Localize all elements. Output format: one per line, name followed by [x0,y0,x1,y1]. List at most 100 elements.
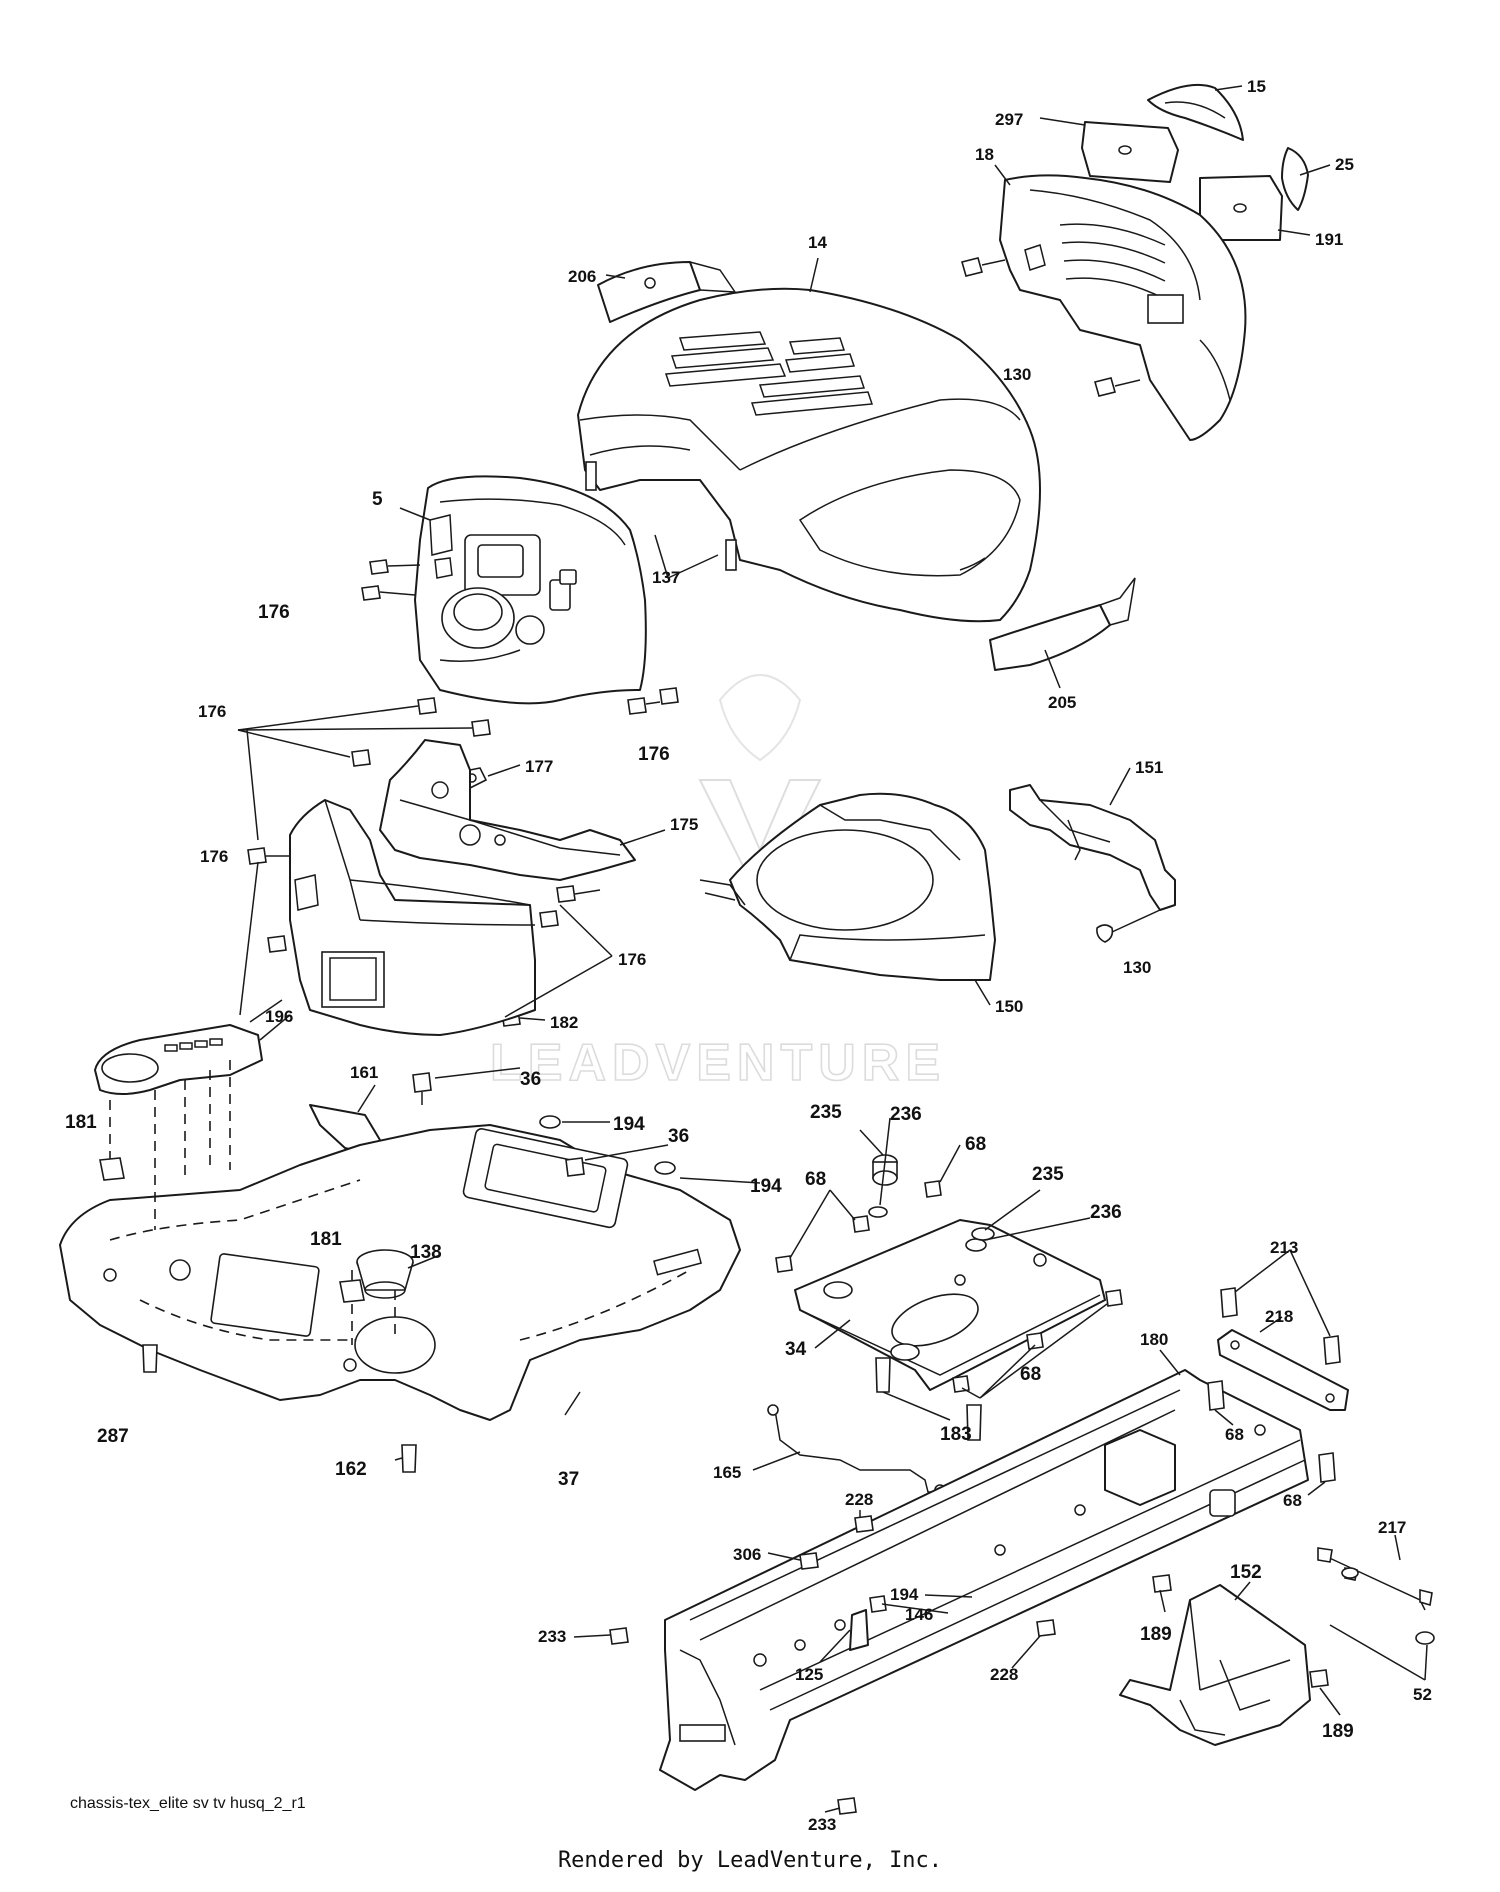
callout-235-a: 235 [810,1102,842,1123]
part-15-trim [1147,83,1244,141]
callout-175: 175 [670,815,698,834]
callout-236-b: 236 [1090,1202,1122,1223]
callout-176-e: 176 [618,950,646,969]
callout-218: 218 [1265,1307,1293,1326]
callout-14: 14 [808,233,827,252]
callout-180: 180 [1140,1330,1168,1349]
screws-189 [1152,1574,1329,1688]
callout-137: 137 [652,568,680,587]
callout-68-c: 68 [1225,1425,1244,1444]
callout-68-a: 68 [965,1134,986,1155]
part-180-frame [659,1369,1309,1791]
callout-236-a: 236 [890,1104,922,1125]
drawing-id: chassis-tex_elite sv tv husq_2_r1 [70,1795,306,1812]
part-137-clips [654,534,719,579]
callout-191: 191 [1315,230,1343,249]
bolts-68 [775,1180,1123,1393]
callout-297: 297 [995,110,1023,129]
callout-217: 217 [1378,1518,1406,1537]
part-205-trim [989,577,1136,671]
callout-25: 25 [1335,155,1354,174]
rendered-by-credit: Rendered by LeadVenture, Inc. [557,1848,943,1873]
callout-165: 165 [713,1463,741,1482]
screw-130-upper [961,257,1141,397]
callout-176-b: 176 [198,702,226,721]
part-34-plate [794,1219,1106,1391]
screw-130-lower [1096,909,1161,943]
callout-150: 150 [995,997,1023,1016]
callout-206: 206 [568,267,596,286]
callout-161: 161 [350,1063,378,1082]
callout-36-b: 36 [668,1126,689,1147]
callout-138: 138 [410,1242,442,1263]
bolts-36 [412,1072,585,1177]
callout-235-b: 235 [1032,1164,1064,1185]
part-217-rod [1317,1547,1435,1645]
callout-182: 182 [550,1013,578,1032]
callout-194-a: 194 [613,1114,645,1135]
callout-233-b: 233 [808,1815,836,1834]
part-14-hood [577,287,1041,623]
callout-181-a: 181 [65,1112,97,1133]
part-138-boot [356,1249,414,1299]
bolts-183 [875,1357,982,1441]
callout-34: 34 [785,1339,807,1360]
callout-213: 213 [1270,1238,1298,1257]
callout-5: 5 [372,489,383,510]
callout-306: 306 [733,1545,761,1564]
callout-176-d: 176 [200,847,228,866]
leadventure-watermark: LEADVENTURE [489,674,946,1093]
callout-146: 146 [905,1605,933,1624]
callout-151: 151 [1135,758,1163,777]
callout-68-e: 68 [1283,1491,1302,1510]
callout-labels: 15 297 18 25 191 14 206 130 5 137 176 20… [65,77,1432,1834]
spacers-235-236 [868,1154,995,1241]
part-218-bracket [1207,1287,1349,1483]
callout-196: 196 [265,1007,293,1026]
callout-15: 15 [1247,77,1266,96]
part-18-grille [999,174,1247,441]
callout-130-upper: 130 [1003,365,1031,384]
part-206-trim [597,261,737,323]
callout-68-b: 68 [805,1169,826,1190]
alignment-lines [109,1060,396,1345]
callout-36-a: 36 [520,1069,541,1090]
callout-189-b: 189 [1322,1721,1354,1742]
callout-leaders [237,85,1428,1813]
part-152-guard [1119,1584,1311,1746]
callout-125: 125 [795,1665,823,1684]
part-165-rod [767,1404,946,1496]
callout-37: 37 [558,1469,579,1490]
callout-205: 205 [1048,693,1076,712]
part-5-dash-panel [414,475,647,705]
callout-176-a: 176 [258,602,290,623]
callout-287: 287 [97,1426,129,1447]
part-25-clip [1281,147,1309,211]
watermark-text: LEADVENTURE [490,1034,946,1092]
callout-194-b: 194 [750,1176,782,1197]
callout-152: 152 [1230,1562,1262,1583]
callout-130-lower: 130 [1123,958,1151,977]
callout-228-a: 228 [845,1490,873,1509]
callout-162: 162 [335,1459,367,1480]
part-150-shroud [699,792,996,981]
callout-177: 177 [525,757,553,776]
part-297-block [1081,121,1179,183]
part-175-bracket [379,739,636,881]
misc-hardware [609,1515,1056,1815]
callout-233-a: 233 [538,1627,566,1646]
grommets-181 [99,1157,365,1303]
callout-68-d: 68 [1020,1364,1041,1385]
callout-194-c: 194 [890,1585,919,1604]
part-151-bracket [1009,784,1176,911]
part-182-support [289,799,536,1036]
screws-287-162 [142,1344,417,1473]
callout-181-b: 181 [310,1229,342,1250]
callout-52: 52 [1413,1685,1432,1704]
callout-176-c: 176 [638,744,670,765]
part-196-console [94,1024,263,1095]
callout-189-a: 189 [1140,1624,1172,1645]
callout-18: 18 [975,145,994,164]
callout-183: 183 [940,1424,972,1445]
